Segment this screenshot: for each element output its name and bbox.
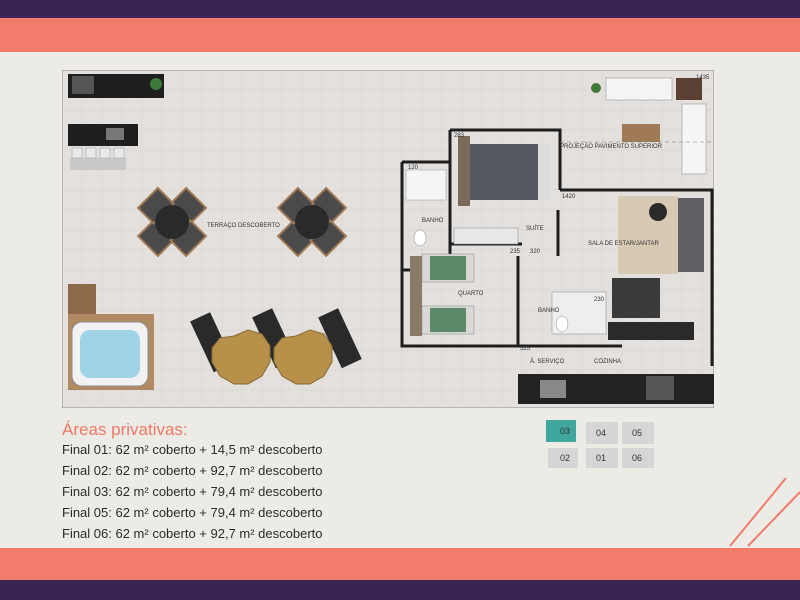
area-row-05: Final 05: 62 m² coberto + 79,4 m² descob… [62,505,323,520]
area-row-02: Final 02: 62 m² coberto + 92,7 m² descob… [62,463,323,478]
areas-title: Áreas privativas: [62,420,188,439]
suite-wardrobe [453,227,519,245]
terrace-table-right [276,186,348,258]
key-unit-02 [548,448,578,468]
key-unit-05 [622,422,654,444]
bottom-band [0,580,800,600]
hot-tub [68,284,154,390]
key-label-03: 03 [560,426,570,436]
bedroom-beds [410,253,475,336]
dim-120: 120 [408,165,419,171]
key-unit-06 [622,448,654,468]
top-band [0,0,800,18]
top-coral-band [0,18,800,52]
service-label: Á. SERVIÇO [530,358,565,365]
bath2-fixtures [551,291,607,335]
bath1-label: BANHO [422,218,444,224]
upper-sofas [591,77,707,175]
area-row-01: Final 01: 62 m² coberto + 14,5 m² descob… [62,442,323,457]
gourmet-counter [68,124,138,170]
apartment-walls [400,128,714,366]
dim-283: 283 [454,133,465,139]
kitchen-counter [518,374,714,404]
dim-1435: 1435 [696,75,710,81]
area-row-03: Final 03: 62 m² coberto + 79,4 m² descob… [62,484,323,499]
bath1-fixtures [405,169,447,247]
terrace-label: TERRAÇO DESCOBERTO [207,223,280,229]
key-unit-03 [546,420,576,442]
dim-320: 320 [530,249,541,255]
key-unit-04 [586,422,618,444]
terrace-table-left [136,186,208,258]
floor-plan: TERRAÇO DESCOBERTO SUÍTE [62,70,714,408]
area-row-06: Final 06: 62 m² coberto + 92,7 m² descob… [62,526,323,541]
key-label-01: 01 [596,453,606,463]
suite-bed [458,136,550,206]
suite-label: SUÍTE [526,225,544,232]
bbq-counter [68,74,164,98]
key-plan: 03 04 05 02 01 06 [546,420,654,468]
key-label-06: 06 [632,453,642,463]
decorative-stripes [729,477,800,547]
bedroom-label: QUARTO [458,291,484,297]
key-label-05: 05 [632,428,642,438]
dim-525: 525 [520,346,531,352]
sun-loungers [190,308,362,385]
living-room-furniture [608,196,704,340]
dim-230: 230 [594,297,605,303]
living-label: SALA DE ESTAR/JANTAR [588,241,659,247]
bottom-coral-band [0,548,800,580]
bath2-label: BANHO [538,308,560,314]
key-label-04: 04 [596,428,606,438]
kitchen-label: COZINHA [594,359,621,365]
dim-235: 235 [510,249,521,255]
key-label-02: 02 [560,453,570,463]
dim-1420: 1420 [562,194,576,200]
key-unit-01 [586,448,618,468]
projection-label: PROJEÇÃO PAVIMENTO SUPERIOR [560,143,663,150]
